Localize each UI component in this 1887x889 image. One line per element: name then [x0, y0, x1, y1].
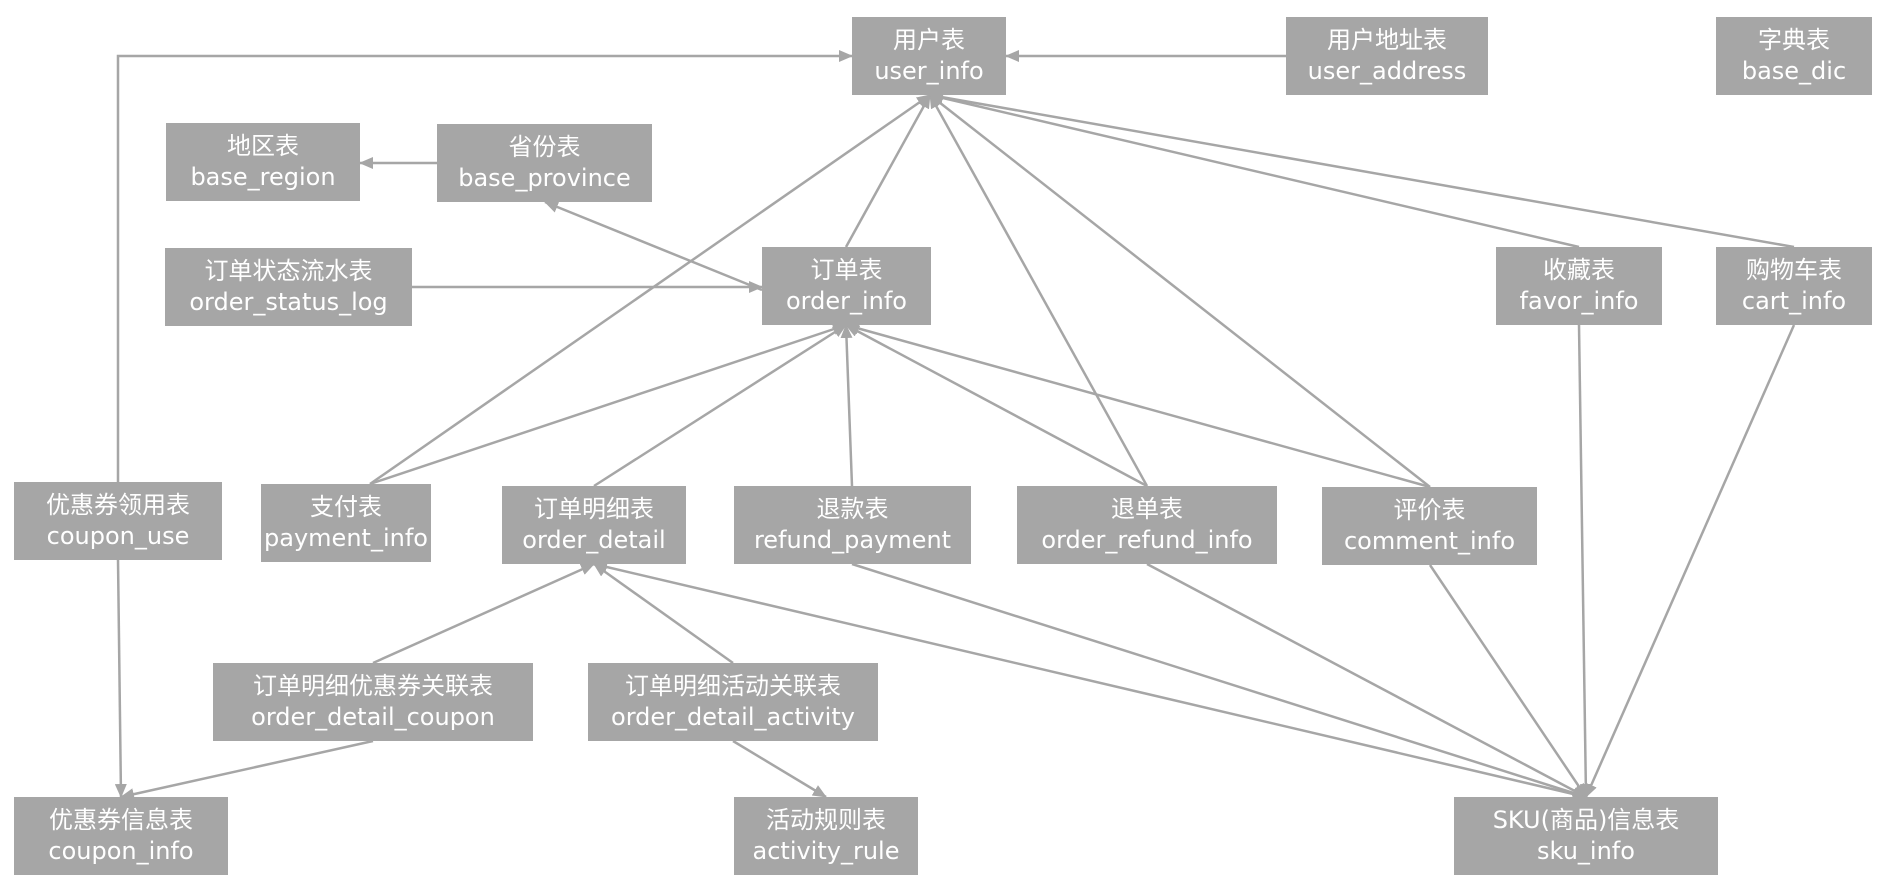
- table-cn-name: 评价表: [1393, 496, 1466, 524]
- table-cn-name: 订单明细优惠券关联表: [253, 672, 493, 700]
- relation-order-info-to-base-province: [544, 200, 763, 292]
- table-sku-info: SKU(商品)信息表 sku_info: [1454, 797, 1718, 875]
- relation-refund-payment-to-sku-info: [851, 562, 1587, 799]
- table-order-detail-coupon: 订单明细优惠券关联表 order_detail_coupon: [213, 663, 533, 741]
- table-en-name: activity_rule: [752, 837, 900, 865]
- table-en-name: user_address: [1307, 57, 1467, 85]
- table-en-name: order_info: [785, 287, 907, 315]
- table-activity-rule: 活动规则表 activity_rule: [734, 797, 918, 875]
- table-en-name: order_status_log: [189, 288, 388, 316]
- table-en-name: order_detail_activity: [611, 703, 855, 731]
- relation-cart-info-to-user-info: [929, 91, 1795, 249]
- relation-order-info-to-user-info: [844, 94, 932, 248]
- table-en-name: favor_info: [1519, 287, 1639, 315]
- table-cn-name: 活动规则表: [766, 806, 886, 834]
- table-payment-info: 支付表 payment_info: [261, 484, 431, 562]
- table-refund-payment: 退款表 refund_payment: [734, 486, 971, 564]
- relation-order-detail-coupon-to-order-detail: [372, 562, 595, 665]
- relation-comment-info-to-user-info: [929, 94, 1431, 488]
- table-cn-name: 地区表: [227, 132, 299, 160]
- table-user-info: 用户表 user_info: [852, 17, 1006, 95]
- table-cn-name: 用户地址表: [1327, 26, 1447, 54]
- table-comment-info: 评价表 comment_info: [1322, 487, 1537, 565]
- table-order-detail-activity: 订单明细活动关联表 order_detail_activity: [588, 663, 878, 741]
- table-cn-name: 退款表: [816, 495, 889, 523]
- table-coupon-use: 优惠券领用表 coupon_use: [14, 482, 222, 560]
- relation-comment-info-to-sku-info: [1428, 564, 1588, 798]
- table-base-dic: 字典表 base_dic: [1716, 17, 1872, 95]
- table-en-name: base_region: [190, 163, 336, 191]
- table-en-name: order_detail: [522, 526, 666, 554]
- table-en-name: cart_info: [1741, 287, 1847, 315]
- table-coupon-info: 优惠券信息表 coupon_info: [14, 797, 228, 875]
- table-favor-info: 收藏表 favor_info: [1496, 247, 1662, 325]
- relation-order-detail-to-order-info: [593, 323, 847, 488]
- relation-sku-info-to-order-detail: [593, 561, 1587, 799]
- table-cn-name: 订单状态流水表: [204, 257, 373, 285]
- table-en-name: coupon_info: [48, 837, 194, 865]
- relation-coupon-use-to-coupon-info: [114, 559, 127, 798]
- relation-payment-info-to-user-info: [369, 93, 931, 486]
- table-cn-name: 用户表: [893, 26, 965, 54]
- table-en-name: sku_info: [1537, 837, 1635, 865]
- table-order-info: 订单表 order_info: [762, 247, 931, 325]
- relation-cart-info-to-sku-info: [1584, 324, 1796, 798]
- table-base-province: 省份表 base_province: [437, 124, 652, 202]
- relation-order-refund-info-to-sku-info: [1146, 562, 1587, 799]
- table-en-name: order_detail_coupon: [251, 703, 495, 731]
- table-order-refund-info: 退单表 order_refund_info: [1017, 486, 1277, 564]
- table-en-name: refund_payment: [753, 526, 952, 554]
- relation-favor-info-to-sku-info: [1577, 324, 1592, 798]
- table-order-detail: 订单明细表 order_detail: [502, 486, 686, 564]
- table-en-name: user_info: [874, 57, 984, 85]
- table-cn-name: 收藏表: [1543, 256, 1615, 284]
- table-cn-name: 字典表: [1758, 26, 1830, 54]
- table-cn-name: 优惠券领用表: [46, 491, 190, 519]
- relation-order-detail-activity-to-activity-rule: [732, 739, 827, 799]
- table-en-name: payment_info: [264, 524, 428, 552]
- table-cn-name: 订单表: [810, 256, 883, 284]
- relation-order-refund-info-to-user-info: [928, 94, 1149, 487]
- table-cn-name: 支付表: [310, 493, 382, 521]
- table-en-name: base_dic: [1741, 57, 1847, 85]
- table-cn-name: SKU(商品)信息表: [1492, 806, 1680, 834]
- relation-favor-info-to-user-info: [929, 92, 1580, 249]
- table-order-status-log: 订单状态流水表 order_status_log: [165, 248, 412, 326]
- table-cn-name: 订单明细表: [534, 495, 654, 523]
- table-base-region: 地区表 base_region: [166, 123, 360, 201]
- table-user-address: 用户地址表 user_address: [1286, 17, 1488, 95]
- relation-order-refund-info-to-order-info: [845, 323, 1148, 488]
- relation-order-detail-activity-to-order-detail: [593, 562, 734, 665]
- relation-payment-info-to-order-info: [369, 323, 847, 486]
- table-cn-name: 购物车表: [1746, 256, 1842, 284]
- table-cn-name: 订单明细活动关联表: [625, 672, 841, 700]
- relation-refund-payment-to-order-info: [840, 324, 854, 487]
- relation-order-detail-coupon-to-coupon-info: [120, 739, 374, 801]
- table-cn-name: 省份表: [508, 133, 581, 161]
- table-cn-name: 退单表: [1111, 495, 1183, 523]
- table-en-name: coupon_use: [46, 522, 190, 550]
- table-cart-info: 购物车表 cart_info: [1716, 247, 1872, 325]
- table-en-name: base_province: [458, 164, 631, 192]
- relation-comment-info-to-order-info: [845, 322, 1431, 489]
- table-cn-name: 优惠券信息表: [49, 806, 193, 834]
- relation-coupon-use-to-user-info: [116, 50, 853, 482]
- table-en-name: order_refund_info: [1041, 526, 1253, 554]
- table-en-name: comment_info: [1343, 527, 1516, 555]
